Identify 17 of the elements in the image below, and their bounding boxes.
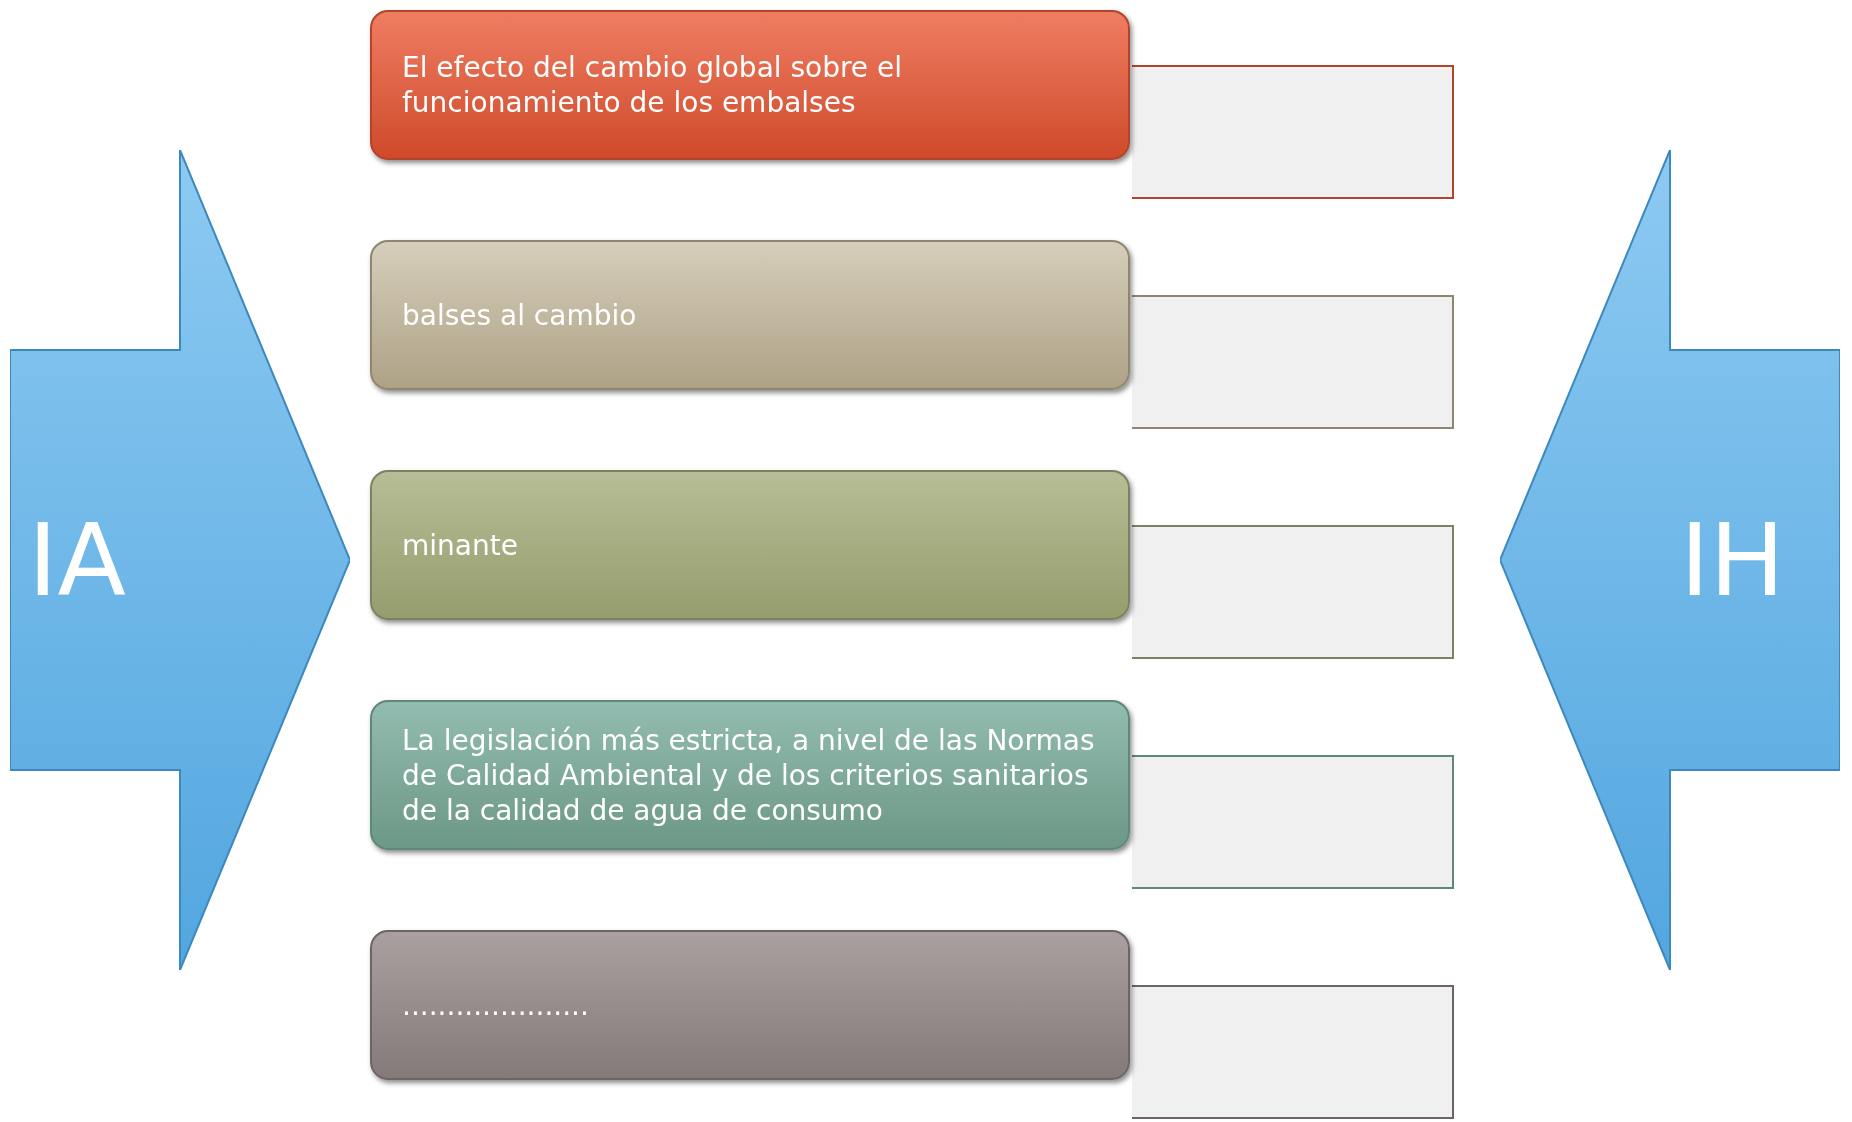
- arrow-label: IH: [1680, 501, 1785, 619]
- list-band: [1132, 65, 1454, 199]
- list-box: [370, 700, 1130, 850]
- arrow-label: IA: [28, 501, 126, 619]
- box-text: balses al cambio: [402, 297, 637, 333]
- list-box: [370, 470, 1130, 620]
- box-text: .....................: [402, 987, 589, 1023]
- list-band: [1132, 755, 1454, 889]
- list-box: [370, 240, 1130, 390]
- list-band: [1132, 525, 1454, 659]
- list-band: [1132, 295, 1454, 429]
- box-text: La legislación más estricta, a nivel de las Normas de Calidad Ambiental y de los criterios sanitarios de la calidad de agua de consumo: [402, 722, 1096, 828]
- list-band: [1132, 985, 1454, 1119]
- list-box: [370, 10, 1130, 160]
- box-text: minante: [402, 527, 518, 563]
- box-text: El efecto del cambio global sobre el funcionamiento de los embalses: [402, 50, 903, 120]
- list-box: [370, 930, 1130, 1080]
